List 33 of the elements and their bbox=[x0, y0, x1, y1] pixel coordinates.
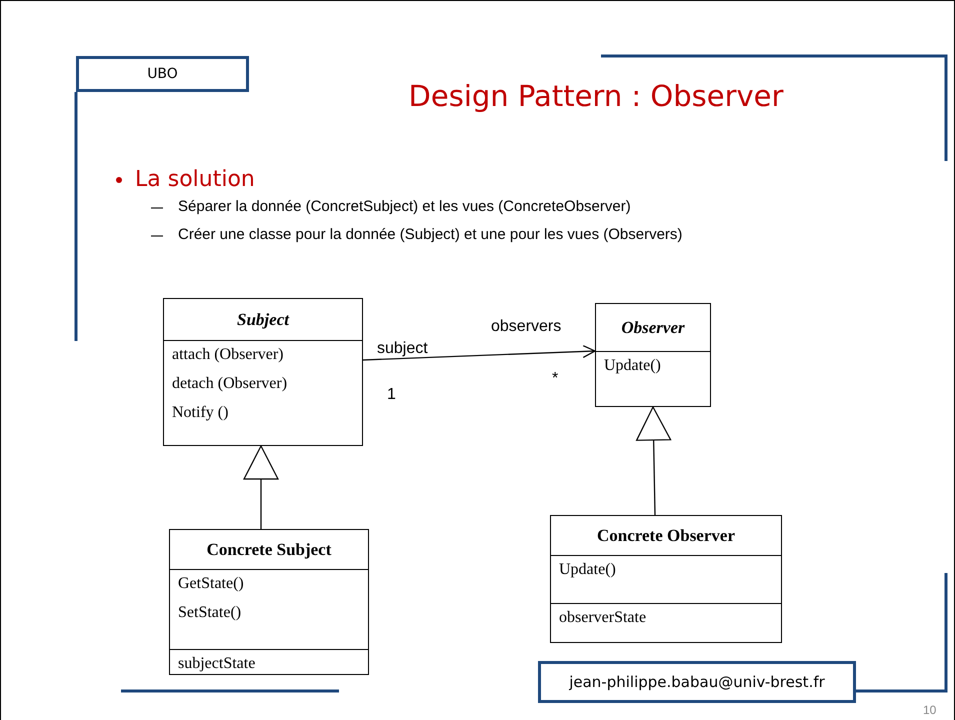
class-method: Update() bbox=[559, 562, 616, 578]
inheritance-arrow bbox=[243, 445, 279, 529]
class-method: Update() bbox=[604, 358, 661, 374]
page-number: 10 bbox=[923, 703, 936, 717]
association-arrow bbox=[362, 344, 596, 361]
class-box bbox=[595, 303, 711, 407]
class-attribute: subjectState bbox=[178, 656, 256, 672]
role-label: subject bbox=[377, 340, 428, 358]
multiplicity-label: 1 bbox=[387, 386, 396, 404]
slide-title: Design Pattern : Observer bbox=[408, 79, 784, 113]
bullet-text: Séparer la donnée (ConcretSubject) et les vues (ConcreteObserver) bbox=[178, 198, 631, 215]
bullet-text: Créer une classe pour la donnée (Subject) et une pour les vues (Observers) bbox=[178, 226, 682, 243]
class-name: Concrete Subject bbox=[206, 540, 332, 560]
tag-text: jean-philippe.babau@univ-brest.fr bbox=[569, 673, 825, 691]
class-name: Observer bbox=[621, 318, 685, 338]
class-method: SetState() bbox=[178, 605, 242, 622]
class-name: Subject bbox=[237, 310, 289, 330]
class-method: detach (Observer) bbox=[172, 376, 288, 392]
class-box bbox=[169, 529, 369, 675]
class-box bbox=[163, 298, 363, 446]
multiplicity-label: * bbox=[552, 370, 558, 388]
role-label: observers bbox=[491, 318, 562, 336]
tag-box bbox=[538, 661, 856, 703]
class-method: attach (Observer) bbox=[172, 347, 284, 364]
inheritance-arrow bbox=[636, 406, 672, 516]
class-name: Concrete Observer bbox=[597, 526, 735, 546]
class-box bbox=[550, 515, 782, 643]
class-attribute: observerState bbox=[559, 610, 646, 626]
tag-box bbox=[76, 56, 249, 92]
class-method: GetState() bbox=[178, 576, 244, 592]
class-method: Notify () bbox=[172, 405, 228, 422]
bullet-heading: La solution bbox=[135, 167, 255, 192]
tag-text: UBO bbox=[147, 66, 178, 82]
